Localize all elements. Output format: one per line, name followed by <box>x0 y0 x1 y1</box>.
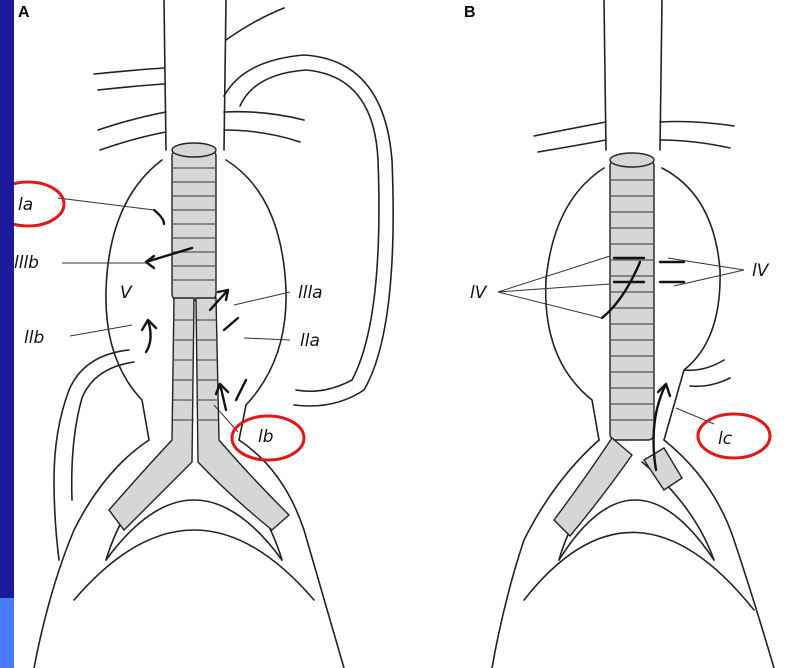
panel-a-left-renal <box>98 112 166 150</box>
panel-a-arrow-ia <box>154 210 164 224</box>
panel-b-graft-limb-left <box>554 438 632 536</box>
panel-a-arrow-iia <box>224 318 238 330</box>
label-iia: lla <box>300 331 320 351</box>
panel-a-arrow-iib <box>142 320 156 352</box>
panel-b-graft-stub-right <box>644 448 682 490</box>
panel-a-drawing: la lllb V llla llb lla lb <box>14 0 393 668</box>
left-margin-bar <box>0 0 15 668</box>
panel-a-leader-iib <box>70 325 132 336</box>
panel-b-leader-iv-left-1 <box>498 256 610 292</box>
panel-b-upper-aorta <box>604 0 662 150</box>
panel-b-leader-iv-left-2 <box>498 284 610 292</box>
endoleak-diagram: la lllb V llla llb lla lb <box>14 0 788 668</box>
panel-b-graft-body <box>610 160 654 440</box>
panel-a-arrow-ib <box>216 380 246 410</box>
panel-a-right-renal <box>224 112 304 142</box>
label-ib: lb <box>258 427 274 447</box>
bottom-left-accent <box>0 598 14 668</box>
panel-a-accessory-vessel <box>54 350 134 560</box>
highlight-circle-ic <box>698 414 770 458</box>
illustration-canvas: A B <box>14 0 788 668</box>
panel-a-leader-iia <box>244 338 290 340</box>
panel-a-leader-iiia <box>234 292 290 305</box>
panel-a-upper-aorta <box>164 0 226 150</box>
label-iib: llb <box>24 328 44 348</box>
panel-b-leader-iv-left-3 <box>498 292 602 318</box>
panel-a-leader-ia <box>58 198 154 210</box>
label-ic: lc <box>718 429 733 449</box>
panel-a-graft-body <box>172 150 216 300</box>
label-ia: la <box>18 195 33 215</box>
panel-a-graft-top <box>172 143 216 157</box>
label-iv-left: lV <box>470 283 488 303</box>
label-iv-right: lV <box>752 261 770 281</box>
label-iiia: llla <box>298 283 323 303</box>
panel-b-drawing: lV lV lc <box>470 0 774 668</box>
panel-b-leader-iv-right-2 <box>674 270 744 286</box>
panel-a-graft-limb-right <box>196 298 289 530</box>
panel-b-leader-iv-right-1 <box>668 258 744 270</box>
panel-b-left-renal <box>534 122 606 152</box>
label-v: V <box>120 283 133 303</box>
panel-b-right-renal <box>660 122 734 149</box>
panel-b-graft-top <box>610 153 654 167</box>
panel-a-top-branch <box>94 8 284 90</box>
panel-a-lumbar-loop <box>224 55 393 406</box>
label-iiib: lllb <box>14 253 39 273</box>
